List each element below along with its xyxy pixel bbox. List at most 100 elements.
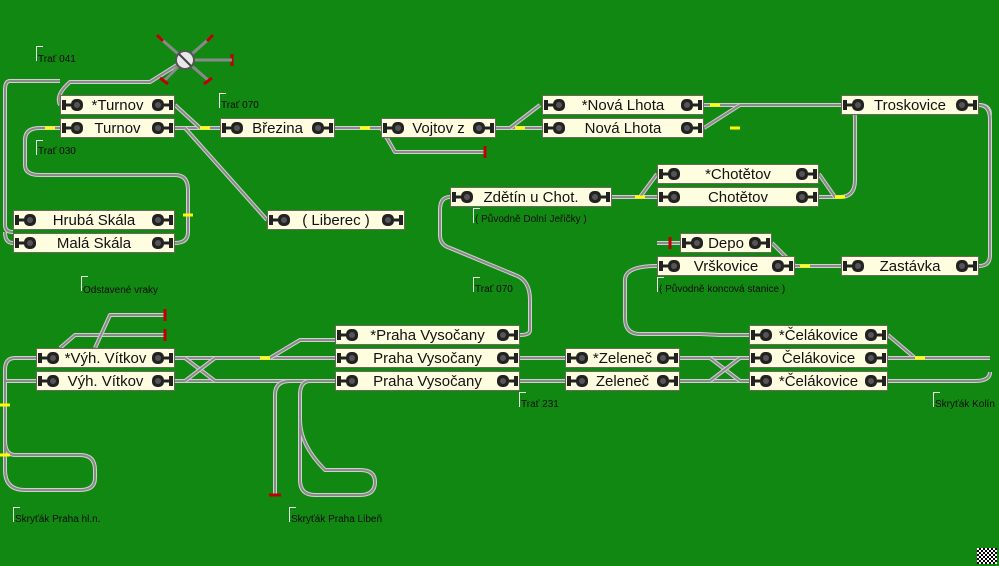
station-brezina[interactable]: Březina — [220, 118, 335, 138]
signal-icon[interactable] — [680, 98, 702, 112]
signal-icon[interactable] — [151, 121, 173, 135]
station-praha-vysocany-star[interactable]: *Praha Vysočany — [335, 325, 520, 345]
station-depo[interactable]: Depo — [680, 233, 772, 253]
station-troskovice[interactable]: Troskovice — [841, 95, 979, 115]
signal-icon[interactable] — [843, 98, 865, 112]
signal-icon[interactable] — [659, 259, 681, 273]
signal-icon[interactable] — [955, 259, 977, 273]
signal-icon[interactable] — [748, 236, 770, 250]
note-bracket — [473, 277, 480, 292]
signal-icon[interactable] — [311, 121, 333, 135]
station-mala-skala[interactable]: Malá Skála — [13, 233, 175, 253]
signal-icon[interactable] — [588, 190, 610, 204]
signal-icon[interactable] — [496, 374, 518, 388]
signal-icon[interactable] — [567, 374, 589, 388]
station-chotetov-star[interactable]: *Chotětov — [657, 164, 819, 184]
station-label: *Chotětov — [705, 165, 771, 183]
signal-icon[interactable] — [269, 213, 291, 227]
signal-icon[interactable] — [496, 328, 518, 342]
signal-icon[interactable] — [151, 213, 173, 227]
station-label: ( Liberec ) — [302, 211, 370, 229]
station-turnov-star[interactable]: *Turnov — [60, 95, 175, 115]
signal-icon[interactable] — [15, 236, 37, 250]
signal-icon[interactable] — [151, 98, 173, 112]
signal-icon[interactable] — [15, 213, 37, 227]
signal-icon[interactable] — [795, 167, 817, 181]
signal-icon[interactable] — [680, 121, 702, 135]
station-nova-lhota-star[interactable]: *Nová Lhota — [542, 95, 704, 115]
note-skrytak-praha-liben: Skryťák Praha Libeň — [291, 514, 383, 525]
signal-icon[interactable] — [62, 121, 84, 135]
signal-icon[interactable] — [659, 190, 681, 204]
note-bracket — [657, 277, 664, 292]
signal-icon[interactable] — [567, 351, 589, 365]
station-zelenec-star[interactable]: *Zeleneč — [565, 348, 680, 368]
signal-icon[interactable] — [795, 190, 817, 204]
signal-icon[interactable] — [337, 328, 359, 342]
turntable-icon[interactable] — [155, 33, 232, 86]
station-vrskovice[interactable]: Vrškovice — [657, 256, 795, 276]
station-nova-lhota[interactable]: Nová Lhota — [542, 118, 704, 138]
signal-icon[interactable] — [659, 167, 681, 181]
station-zelenec[interactable]: Zeleneč — [565, 371, 680, 391]
signal-icon[interactable] — [771, 259, 793, 273]
resize-grip[interactable] — [977, 548, 997, 564]
station-hruba-skala[interactable]: Hrubá Skála — [13, 210, 175, 230]
signal-icon[interactable] — [955, 98, 977, 112]
signal-icon[interactable] — [472, 121, 494, 135]
signal-icon[interactable] — [544, 121, 566, 135]
note-trat-070-top: Trať 070 — [221, 100, 259, 111]
station-vitkov-star[interactable]: *Výh. Vítkov — [36, 348, 175, 368]
note-puvodne-koncova: ( Původně koncová stanice ) — [659, 284, 786, 295]
signal-icon[interactable] — [222, 121, 244, 135]
signal-icon[interactable] — [656, 374, 678, 388]
note-bracket — [219, 93, 226, 108]
signal-icon[interactable] — [656, 351, 678, 365]
signal-icon[interactable] — [496, 351, 518, 365]
station-celakovice[interactable]: Čelákovice — [749, 348, 888, 368]
track-segment — [978, 104, 991, 267]
signal-icon[interactable] — [864, 351, 886, 365]
track-segment — [818, 173, 836, 198]
signal-icon[interactable] — [337, 374, 359, 388]
station-label: *Zeleneč — [592, 349, 653, 367]
station-label: Zastávka — [879, 257, 941, 275]
station-label: Praha Vysočany — [373, 372, 482, 390]
signal-icon[interactable] — [682, 236, 704, 250]
signal-icon[interactable] — [62, 98, 84, 112]
station-vojtov[interactable]: Vojtov z — [381, 118, 496, 138]
signal-icon[interactable] — [381, 213, 403, 227]
station-chotetov[interactable]: Chotětov — [657, 187, 819, 207]
signal-icon[interactable] — [864, 374, 886, 388]
signal-icon[interactable] — [38, 351, 60, 365]
station-label: Hrubá Skála — [52, 211, 136, 229]
signal-icon[interactable] — [751, 351, 773, 365]
note-skrytak-praha-hln: Skryťák Praha hl.n. — [15, 514, 101, 525]
signal-icon[interactable] — [864, 328, 886, 342]
signal-icon[interactable] — [151, 236, 173, 250]
station-celakovice-star-1[interactable]: *Čelákovice — [749, 325, 888, 345]
station-label: *Výh. Vítkov — [64, 349, 147, 367]
station-zdetin[interactable]: Zdětín u Chot. — [450, 187, 612, 207]
station-zastavka[interactable]: Zastávka — [841, 256, 979, 276]
signal-icon[interactable] — [751, 374, 773, 388]
signal-icon[interactable] — [843, 259, 865, 273]
station-praha-vysocany-2[interactable]: Praha Vysočany — [335, 371, 520, 391]
station-celakovice-star-2[interactable]: *Čelákovice — [749, 371, 888, 391]
track-segment — [4, 357, 96, 491]
note-bracket — [36, 140, 43, 155]
signal-icon[interactable] — [544, 98, 566, 112]
signal-icon[interactable] — [337, 351, 359, 365]
signal-icon[interactable] — [151, 374, 173, 388]
station-vitkov[interactable]: Výh. Vítkov — [36, 371, 175, 391]
station-liberec[interactable]: ( Liberec ) — [267, 210, 405, 230]
track-edge — [93, 313, 165, 349]
station-turnov[interactable]: Turnov — [60, 118, 175, 138]
signal-icon[interactable] — [151, 351, 173, 365]
station-praha-vysocany-1[interactable]: Praha Vysočany — [335, 348, 520, 368]
signal-icon[interactable] — [751, 328, 773, 342]
signal-icon[interactable] — [383, 121, 405, 135]
signal-icon[interactable] — [38, 374, 60, 388]
track-segment — [888, 371, 991, 382]
signal-icon[interactable] — [452, 190, 474, 204]
